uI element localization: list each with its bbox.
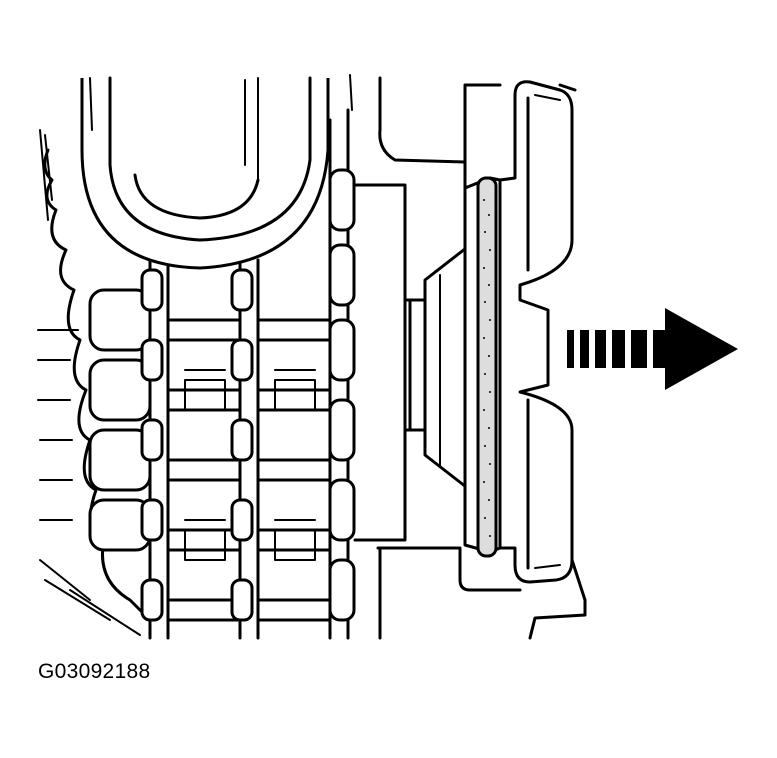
crankshaft-pulley: [498, 80, 574, 584]
figure-id-label: G03092188: [38, 660, 151, 683]
chain-assembly: [37, 108, 356, 640]
lower-housing: [528, 83, 587, 640]
sprocket-housing: [80, 74, 353, 270]
dashed-arrow-right-icon: [567, 308, 738, 390]
pulley-seal: [463, 176, 502, 558]
cover-plate: [353, 76, 522, 640]
